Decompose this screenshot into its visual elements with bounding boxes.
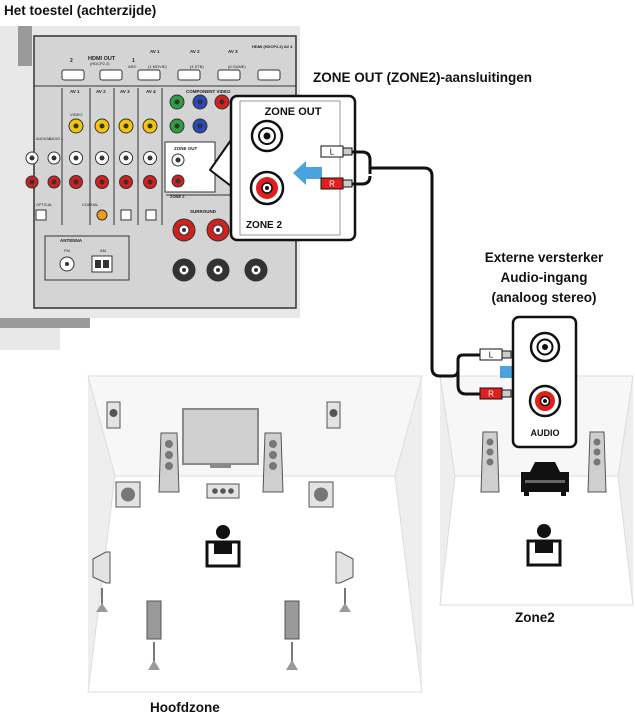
svg-text:2: 2 [70,58,73,64]
zone2-right-speaker [588,432,606,492]
svg-text:VIDEO: VIDEO [70,112,82,117]
svg-text:R: R [329,180,335,189]
svg-text:AV 3: AV 3 [120,89,130,94]
svg-text:(4 STB): (4 STB) [190,64,204,69]
zone-out-panel: ZONE OUT ZONE 2 [231,96,355,240]
stereo-cable: L R L R [321,146,511,399]
front-height-right-speaker [327,402,340,428]
svg-text:ARC: ARC [128,64,137,69]
front-height-left-speaker [107,402,120,428]
amp-input-panel: AUDIO [513,317,576,447]
svg-text:COMPONENT VIDEO: COMPONENT VIDEO [186,89,231,94]
subwoofer-right [309,482,333,507]
tv-stand [210,464,231,468]
svg-text:L: L [489,351,494,360]
svg-text:SURROUND: SURROUND [190,209,217,214]
svg-text:ZONE 2: ZONE 2 [246,220,283,231]
svg-text:AV 3: AV 3 [228,49,238,54]
svg-text:HDMI (HDCP2.2) AV 4: HDMI (HDCP2.2) AV 4 [252,44,293,49]
zone2-left-speaker [481,432,499,492]
center-speaker [207,484,239,498]
svg-text:R: R [488,390,494,399]
svg-text:ZONE OUT: ZONE OUT [265,106,322,118]
svg-text:AUDIO 1: AUDIO 1 [48,137,63,141]
svg-text:(1 MOVIE): (1 MOVIE) [148,64,168,69]
svg-text:AV 1: AV 1 [150,49,160,54]
svg-text:AV 2: AV 2 [96,89,106,94]
svg-text:AV 4: AV 4 [146,89,156,94]
front-left-speaker [159,433,179,492]
svg-text:AUDIO: AUDIO [531,428,560,438]
svg-text:ZONE OUT: ZONE OUT [174,146,198,151]
front-right-speaker [263,433,283,492]
svg-text:ANTENNA: ANTENNA [60,238,83,243]
svg-text:OPTICAL: OPTICAL [36,203,52,207]
tv-screen [183,409,258,464]
svg-text:(HDCP2.2): (HDCP2.2) [90,61,110,66]
subwoofer-left [116,482,140,507]
svg-text:AV 2: AV 2 [190,49,200,54]
svg-text:AM: AM [100,248,106,253]
svg-text:COAXIAL: COAXIAL [82,203,98,207]
svg-text:FM: FM [64,248,70,253]
svg-text:AV 1: AV 1 [70,89,80,94]
svg-text:(6 GAME): (6 GAME) [228,64,246,69]
svg-text:L: L [330,148,335,157]
